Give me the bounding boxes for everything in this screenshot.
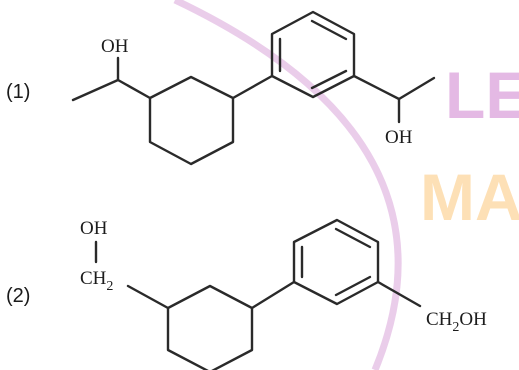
structure-1-benzene-double-bond <box>310 69 348 90</box>
structure-1: (1) OH OH <box>6 10 436 166</box>
structure-1-bond <box>116 78 152 100</box>
structure-2-bond <box>126 284 170 310</box>
watermark-text-line2: MA <box>420 160 519 234</box>
structure-1-ring-oh: OH <box>385 127 413 148</box>
structure-2-cyclohexane-ring <box>166 284 254 370</box>
structure-2-ring-link-bond <box>250 280 296 310</box>
structure-1-label: (1) <box>6 81 30 103</box>
structure-2-benzene-double-bond <box>334 275 372 297</box>
structure-2-ch2oh-label: CH2OH <box>426 309 487 335</box>
structure-1-bond <box>352 74 401 101</box>
structure-1-cyclohexane-ring <box>148 75 235 166</box>
watermark-text-line1: LE <box>445 58 519 132</box>
structure-2-bond <box>376 280 422 308</box>
structure-1-bond <box>71 78 120 102</box>
structure-2-top-oh: OH <box>80 218 108 239</box>
structure-2-ch2-label: CH2 <box>80 268 113 294</box>
structure-1-top-oh: OH <box>101 36 129 57</box>
structure-2-label: (2) <box>6 285 30 307</box>
structure-1-benzene-ring <box>270 10 356 99</box>
structure-2: (2) OH CH2 CH2OH <box>6 218 487 370</box>
watermark: LE MA <box>173 0 519 370</box>
structure-1-ring-link-bond <box>231 74 274 100</box>
structure-2-benzene-ring <box>292 218 380 306</box>
structure-1-benzene-double-bond <box>310 19 348 41</box>
watermark-arc <box>173 0 402 370</box>
structure-1-bond <box>397 76 436 101</box>
structure-2-benzene-double-bond <box>334 227 372 249</box>
